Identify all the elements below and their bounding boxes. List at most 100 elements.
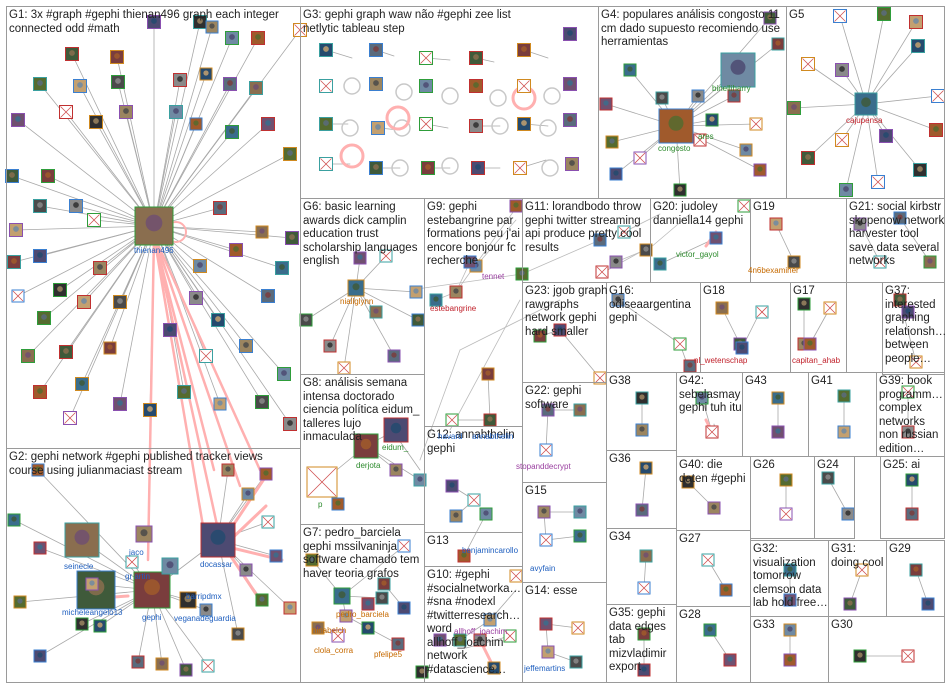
node-g1-29[interactable] <box>87 213 101 227</box>
node-g5-0[interactable] <box>833 9 847 23</box>
node-small-19[interactable] <box>719 583 733 597</box>
node-g1-0[interactable] <box>65 47 79 61</box>
node-g1-6[interactable] <box>251 31 265 45</box>
node-cajupensa[interactable] <box>854 92 878 116</box>
node-small-20[interactable] <box>703 623 717 637</box>
node-small-29[interactable] <box>843 597 857 611</box>
node-g12-5[interactable] <box>449 509 463 523</box>
node-g1-30[interactable] <box>213 201 227 215</box>
node-g3-1[interactable] <box>369 43 383 57</box>
node-g8-1[interactable] <box>413 473 427 487</box>
node-g16-11[interactable] <box>653 257 667 271</box>
node-small-25[interactable] <box>841 507 855 521</box>
node-g5-1[interactable] <box>877 7 891 21</box>
node-g3-21[interactable] <box>471 161 485 175</box>
node-g16-15[interactable] <box>787 255 801 269</box>
node-g2-0[interactable] <box>31 463 45 477</box>
node-g2-8[interactable] <box>131 655 145 669</box>
node-g3-4[interactable] <box>517 43 531 57</box>
node-g5-9[interactable] <box>835 133 849 147</box>
node-g22-3[interactable] <box>533 329 547 343</box>
node-g22-1[interactable] <box>573 403 587 417</box>
node-g1-20[interactable] <box>119 105 133 119</box>
node-g4-2[interactable] <box>605 135 619 149</box>
node-g6-2[interactable] <box>409 285 423 299</box>
node-g1-55[interactable] <box>75 377 89 391</box>
node-g22-13[interactable] <box>569 655 583 669</box>
node-g2-15[interactable] <box>241 487 255 501</box>
node-g16-7[interactable] <box>797 297 811 311</box>
node-g1-42[interactable] <box>77 295 91 309</box>
node-g16-20[interactable] <box>893 293 907 307</box>
node-small-28[interactable] <box>855 563 869 577</box>
node-g5-10[interactable] <box>879 129 893 143</box>
node-g1-31[interactable] <box>255 225 269 239</box>
node-small-4[interactable] <box>771 391 785 405</box>
node-g1-28[interactable] <box>69 199 83 213</box>
node-small-17[interactable] <box>707 501 721 515</box>
node-docassar[interactable] <box>200 522 236 558</box>
node-g1-9[interactable] <box>33 77 47 91</box>
node-g1-19[interactable] <box>89 115 103 129</box>
node-g3-5[interactable] <box>563 27 577 41</box>
node-g5-3[interactable] <box>801 57 815 71</box>
node-small-21[interactable] <box>723 653 737 667</box>
node-g1-39[interactable] <box>275 261 289 275</box>
node-g1-57[interactable] <box>177 385 191 399</box>
node-g6-7[interactable] <box>369 305 383 319</box>
node-g1-24[interactable] <box>261 117 275 131</box>
node-small-18[interactable] <box>701 553 715 567</box>
node-g1-52[interactable] <box>239 339 253 353</box>
node-g16-12[interactable] <box>709 231 723 245</box>
node-g4-14[interactable] <box>739 143 753 157</box>
node-g5-12[interactable] <box>871 175 885 189</box>
node-g4-9[interactable] <box>763 11 777 25</box>
node-g16-3[interactable] <box>715 301 729 315</box>
node-g6-1[interactable] <box>379 249 393 263</box>
node-g22-7[interactable] <box>573 505 587 519</box>
node-g16-5[interactable] <box>755 305 769 319</box>
node-small-31[interactable] <box>921 597 935 611</box>
node-g1-2[interactable] <box>147 15 161 29</box>
node-g7-0[interactable] <box>305 553 319 567</box>
node-g3-7[interactable] <box>369 77 383 91</box>
node-g16-22[interactable] <box>901 305 915 319</box>
node-g7-4[interactable] <box>361 621 375 635</box>
node-g4-7[interactable] <box>727 89 741 103</box>
node-small-10[interactable] <box>639 461 653 475</box>
node-g4-3[interactable] <box>633 151 647 165</box>
node-g7-5[interactable] <box>391 637 405 651</box>
node-small-30[interactable] <box>909 563 923 577</box>
node-small-26[interactable] <box>905 473 919 487</box>
node-g16-17[interactable] <box>873 255 887 269</box>
node-small-3[interactable] <box>705 425 719 439</box>
node-g4-12[interactable] <box>673 183 687 197</box>
node-martin[interactable] <box>161 557 179 575</box>
node-g5-5[interactable] <box>911 39 925 53</box>
node-small-11[interactable] <box>635 503 649 517</box>
node-g9-1[interactable] <box>429 293 443 307</box>
node-g9-2[interactable] <box>463 255 477 269</box>
node-small-6[interactable] <box>837 389 851 403</box>
node-g12-6[interactable] <box>479 507 493 521</box>
node-g12-14[interactable] <box>487 661 501 675</box>
node-g16-2[interactable] <box>683 359 697 373</box>
node-g22-9[interactable] <box>573 529 587 543</box>
node-g2-14[interactable] <box>221 463 235 477</box>
node-g1-5[interactable] <box>225 31 239 45</box>
node-g3-12[interactable] <box>319 117 333 131</box>
node-jacomyma[interactable] <box>135 525 153 543</box>
node-g12-3[interactable] <box>445 479 459 493</box>
node-g1-33[interactable] <box>7 255 21 269</box>
node-g16-21[interactable] <box>909 355 923 369</box>
node-small-36[interactable] <box>783 563 797 577</box>
node-g1-51[interactable] <box>199 349 213 363</box>
node-small-9[interactable] <box>901 425 915 439</box>
node-ninabelch[interactable] <box>333 587 351 605</box>
node-g2-20[interactable] <box>283 601 297 615</box>
node-pedro_barciela[interactable] <box>361 597 375 611</box>
node-small-12[interactable] <box>639 549 653 563</box>
node-g2-4[interactable] <box>85 577 99 591</box>
node-small-34[interactable] <box>783 623 797 637</box>
node-g5-8[interactable] <box>801 151 815 165</box>
